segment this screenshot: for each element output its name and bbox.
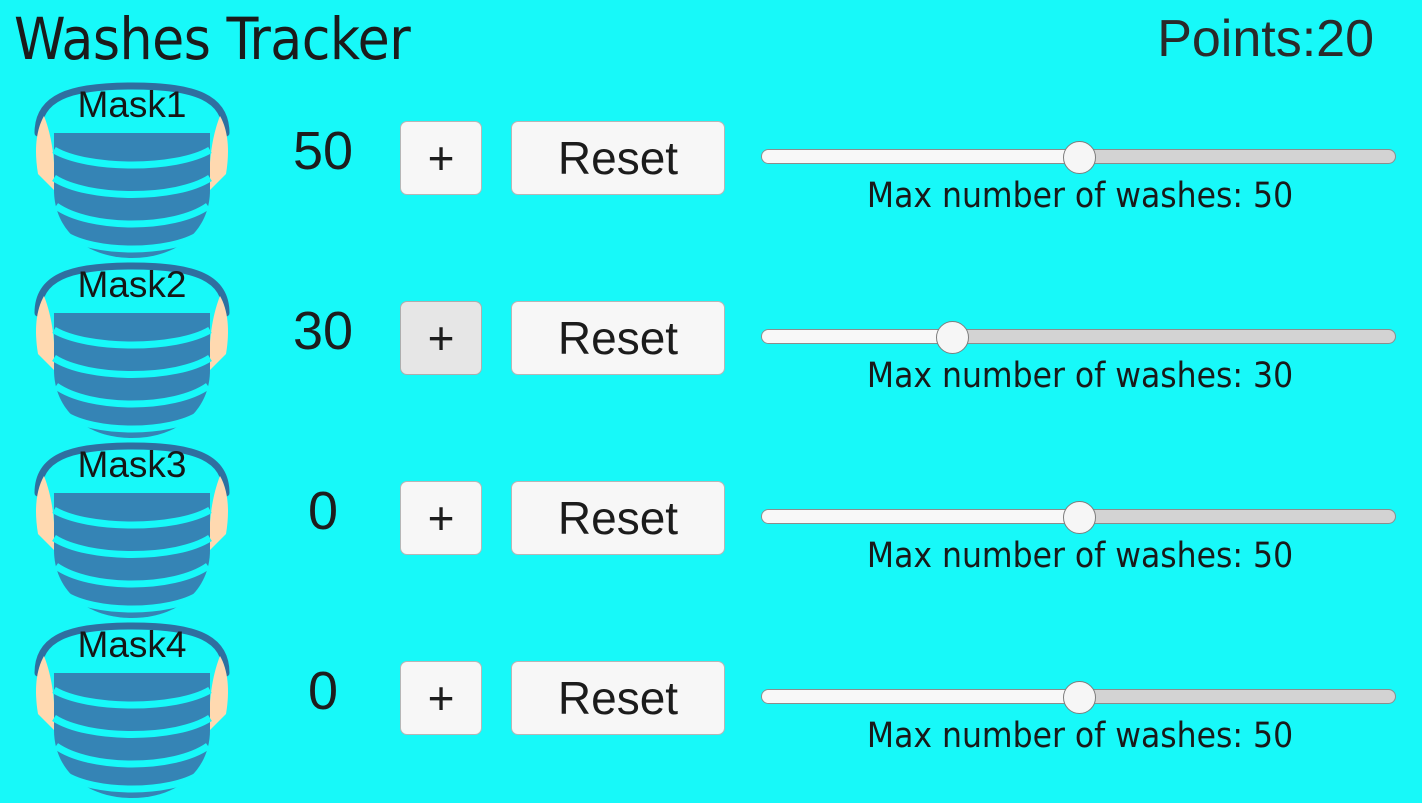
max-washes-slider-cell: Max number of washes: 50 (755, 438, 1405, 618)
slider-fill (762, 690, 1079, 703)
max-washes-slider-cell: Max number of washes: 50 (755, 78, 1405, 258)
slider-thumb[interactable] (1062, 501, 1096, 534)
wash-count-value: 0 (307, 661, 339, 721)
slider-fill (762, 150, 1079, 163)
increment-button[interactable]: + (400, 301, 482, 375)
slider-thumb[interactable] (1062, 681, 1096, 714)
max-washes-slider[interactable] (761, 681, 1396, 714)
face-mask-icon (34, 442, 230, 618)
reset-button[interactable]: Reset (511, 481, 725, 555)
face-mask-icon (34, 262, 230, 438)
max-washes-slider[interactable] (761, 501, 1396, 534)
wash-count-value: 30 (292, 301, 354, 361)
mask-row: Mask2 30 + Reset Max number of washes: 3… (0, 258, 1422, 438)
slider-track[interactable] (761, 329, 1396, 344)
mask-row: Mask3 0 + Reset Max number of washes: 50 (0, 438, 1422, 618)
face-mask-icon (34, 82, 230, 258)
wash-count-cell: 50 (258, 116, 388, 186)
mask-icon-cell[interactable]: Mask4 (8, 618, 256, 803)
reset-button[interactable]: Reset (511, 301, 725, 375)
mask-icon-cell[interactable]: Mask2 (8, 258, 256, 443)
mask-icon-cell[interactable]: Mask1 (8, 78, 256, 263)
mask-row: Mask4 0 + Reset Max number of washes: 50 (0, 618, 1422, 798)
wash-count-cell: 30 (258, 296, 388, 366)
max-washes-slider[interactable] (761, 321, 1396, 354)
slider-fill (762, 510, 1079, 523)
max-washes-caption: Max number of washes: 50 (866, 176, 1294, 216)
max-washes-slider-cell: Max number of washes: 50 (755, 618, 1405, 798)
reset-button[interactable]: Reset (511, 661, 725, 735)
max-washes-slider-cell: Max number of washes: 30 (755, 258, 1405, 438)
increment-button[interactable]: + (400, 121, 482, 195)
app-header: Washes Tracker Points:20 (0, 0, 1422, 78)
mask-row: Mask1 50 + Reset Max number of washes: 5… (0, 78, 1422, 258)
max-washes-caption: Max number of washes: 30 (866, 356, 1294, 396)
slider-thumb[interactable] (935, 321, 969, 354)
wash-count-cell: 0 (258, 656, 388, 726)
reset-button[interactable]: Reset (511, 121, 725, 195)
points-counter: Points:20 (1157, 10, 1374, 68)
page-title: Washes Tracker (14, 5, 411, 73)
wash-count-value: 50 (292, 121, 354, 181)
max-washes-caption: Max number of washes: 50 (866, 716, 1294, 756)
increment-button[interactable]: + (400, 481, 482, 555)
face-mask-icon (34, 622, 230, 798)
max-washes-caption: Max number of washes: 50 (866, 536, 1294, 576)
increment-button[interactable]: + (400, 661, 482, 735)
mask-icon-cell[interactable]: Mask3 (8, 438, 256, 623)
max-washes-slider[interactable] (761, 141, 1396, 174)
slider-fill (762, 330, 952, 343)
wash-count-cell: 0 (258, 476, 388, 546)
wash-count-value: 0 (307, 481, 339, 541)
slider-thumb[interactable] (1062, 141, 1096, 174)
